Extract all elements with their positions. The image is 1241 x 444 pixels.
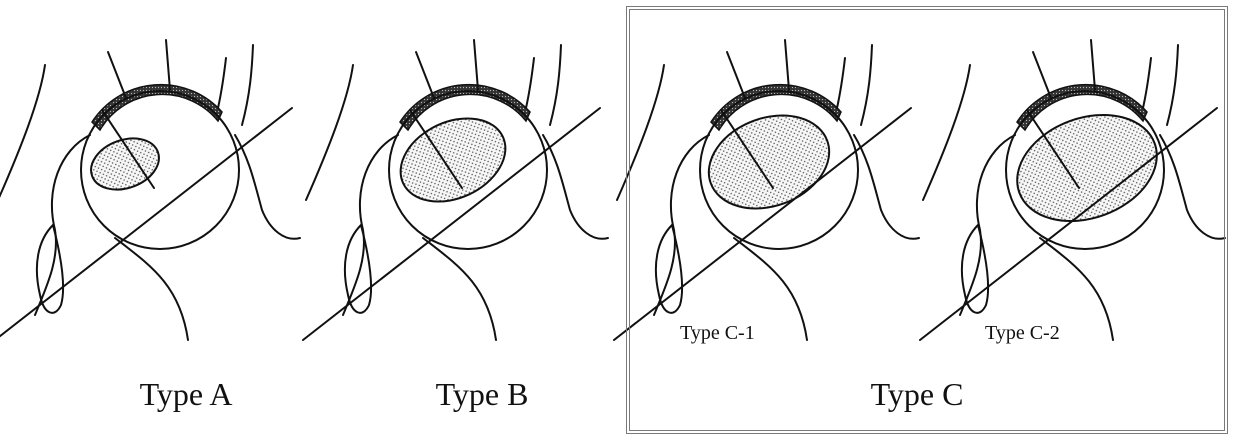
panel-type-b [303, 40, 608, 340]
caption-type-c1: Type C-1 [680, 322, 755, 345]
caption-type-b: Type B [436, 376, 529, 413]
caption-type-c: Type C [871, 376, 964, 413]
caption-type-a: Type A [140, 376, 233, 413]
caption-type-c2: Type C-2 [985, 322, 1060, 345]
panel-type-a [0, 40, 300, 340]
type-c-group-frame [626, 6, 1228, 434]
